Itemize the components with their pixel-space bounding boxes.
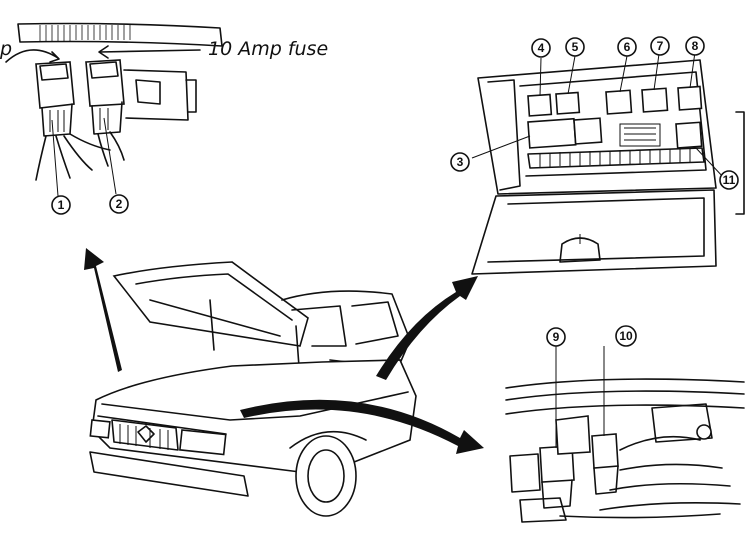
firewall-relay-detail bbox=[505, 346, 745, 523]
fuse-row bbox=[539, 148, 691, 167]
svg-text:4: 4 bbox=[538, 41, 545, 55]
handwritten-fuse-label: 10 Amp fuse bbox=[208, 38, 328, 60]
handwritten-fragment: p bbox=[0, 38, 12, 60]
callout-5: 5 bbox=[565, 37, 585, 57]
callout-11: 11 bbox=[719, 170, 739, 190]
callout-10: 10 bbox=[615, 325, 637, 347]
callout-8: 8 bbox=[685, 36, 705, 56]
callout-2: 2 bbox=[109, 194, 129, 214]
callout-9: 9 bbox=[546, 327, 566, 347]
svg-text:3: 3 bbox=[457, 155, 464, 169]
svg-text:5: 5 bbox=[572, 40, 579, 54]
car-illustration bbox=[89, 261, 417, 517]
callout-6: 6 bbox=[617, 37, 637, 57]
location-arrows bbox=[84, 248, 484, 454]
callout-1: 1 bbox=[51, 195, 71, 215]
svg-text:8: 8 bbox=[692, 39, 699, 53]
callout-3: 3 bbox=[450, 152, 470, 172]
harness-hatching bbox=[39, 25, 131, 41]
svg-text:9: 9 bbox=[553, 330, 560, 344]
svg-text:11: 11 bbox=[723, 173, 736, 187]
callout-7: 7 bbox=[650, 36, 670, 56]
svg-text:1: 1 bbox=[58, 198, 65, 212]
svg-text:10: 10 bbox=[619, 329, 633, 343]
callout-4: 4 bbox=[531, 38, 551, 58]
svg-text:7: 7 bbox=[657, 39, 664, 53]
svg-text:6: 6 bbox=[624, 40, 631, 54]
fuse-box-detail bbox=[471, 51, 745, 275]
svg-text:2: 2 bbox=[116, 197, 123, 211]
engine-bay-relay-detail bbox=[5, 22, 223, 197]
